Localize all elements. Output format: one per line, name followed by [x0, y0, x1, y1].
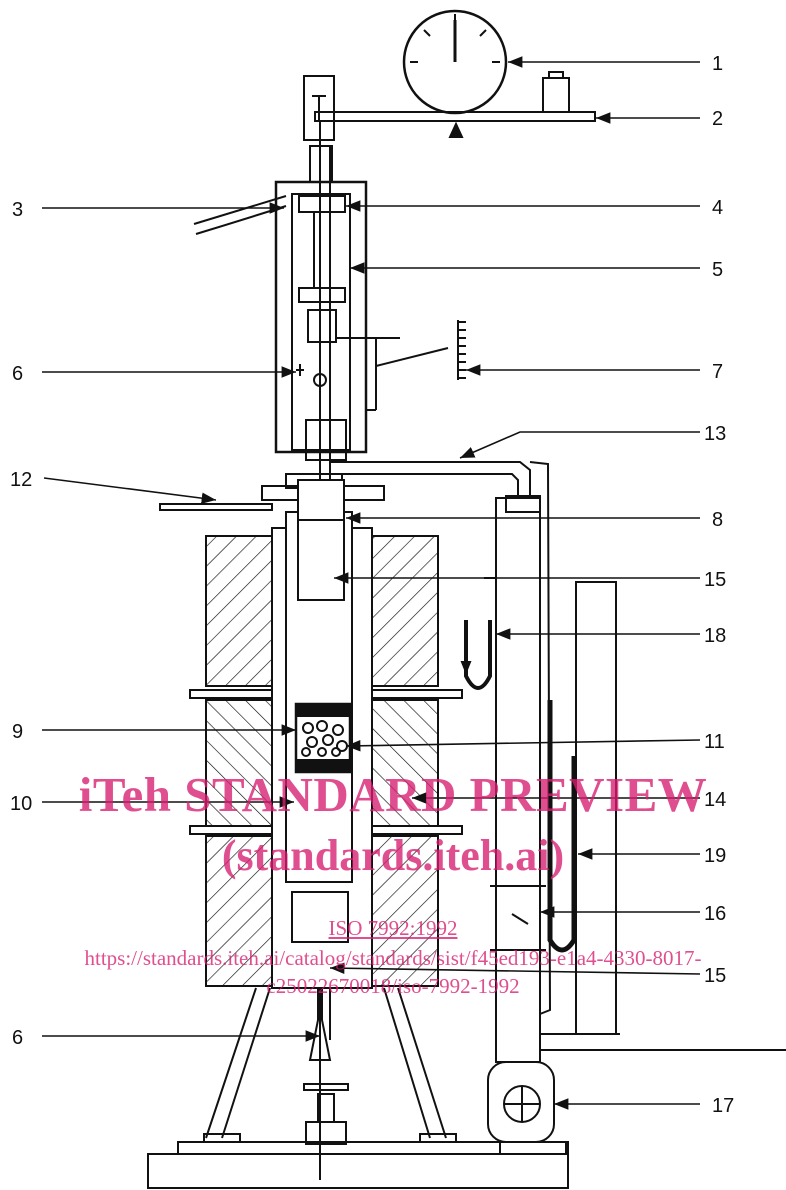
bubbler	[460, 577, 497, 690]
callout-labels: 1 2 3 4 5 6 7 13 12 8 15 18 9 11 10 14 1…	[10, 53, 734, 1117]
dial-gauge	[402, 9, 508, 115]
label-12: 12	[10, 469, 32, 491]
flange-plate	[159, 473, 385, 511]
label-11: 11	[704, 731, 725, 753]
upper-housing	[274, 145, 400, 461]
lever-beam	[303, 71, 596, 141]
blower-pump	[487, 1049, 786, 1155]
wash-column	[490, 497, 546, 1063]
label-4: 4	[712, 197, 723, 219]
label-9: 9	[12, 721, 23, 743]
label-16: 16	[704, 903, 726, 925]
manometer	[540, 581, 620, 1035]
gas-inlet-hose	[193, 195, 287, 235]
label-18: 18	[704, 625, 726, 647]
label-5: 5	[712, 259, 723, 281]
pointer-scale	[296, 320, 466, 387]
label-13: 13	[704, 423, 726, 445]
label-6-lower: 6	[12, 1027, 23, 1049]
label-15-lower: 15	[704, 965, 726, 987]
label-14: 14	[704, 789, 726, 811]
stand	[147, 987, 569, 1189]
leader-lines	[42, 56, 701, 1110]
label-19: 19	[704, 845, 726, 867]
label-7: 7	[712, 361, 723, 383]
label-2: 2	[712, 108, 723, 130]
label-8: 8	[712, 509, 723, 531]
lower-tube	[303, 988, 349, 1145]
label-3: 3	[12, 199, 23, 221]
label-6-upper: 6	[12, 363, 23, 385]
label-15-upper: 15	[704, 569, 726, 591]
label-17: 17	[712, 1095, 734, 1117]
sample-basket	[294, 702, 352, 774]
label-10: 10	[10, 793, 32, 815]
label-1: 1	[712, 53, 723, 75]
